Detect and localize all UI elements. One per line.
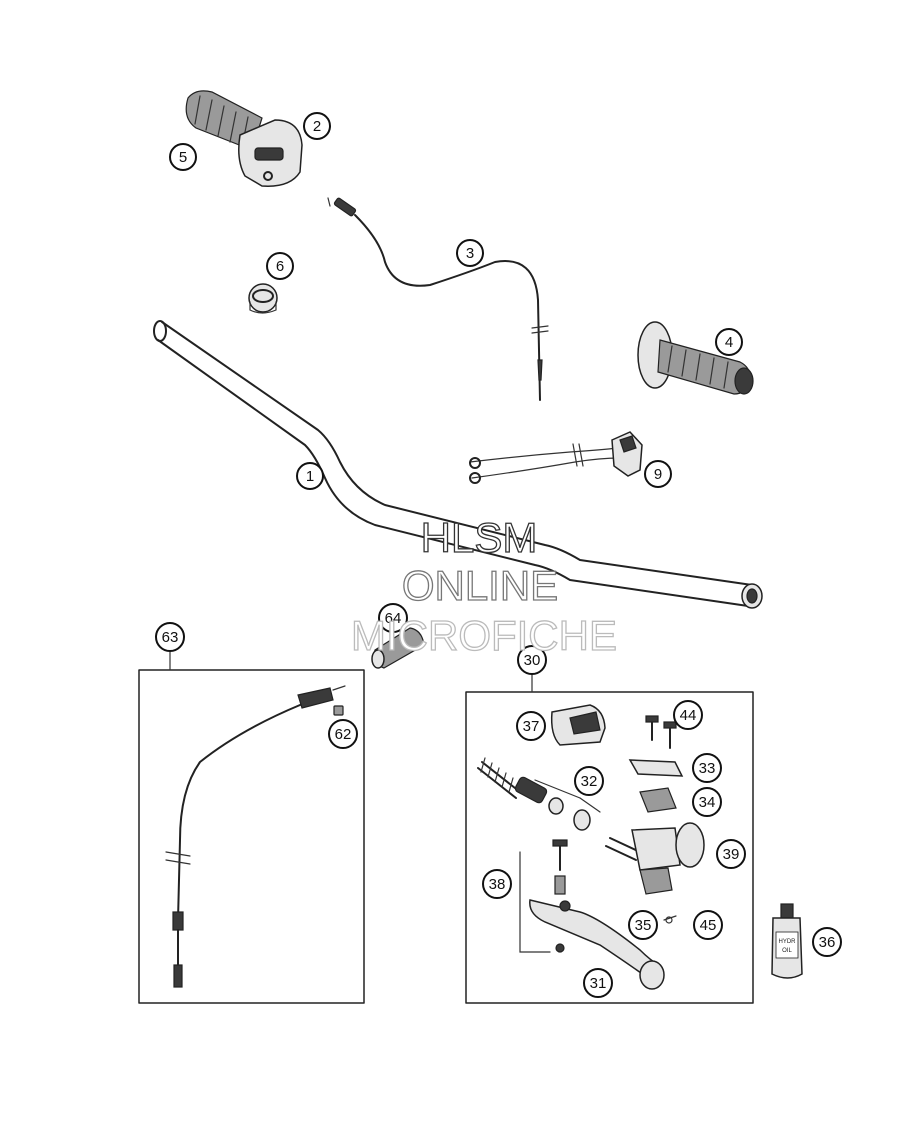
watermark-line1: HLSM (421, 514, 538, 561)
callout-3-label: 3 (466, 245, 474, 262)
hydraulic-oil-bottle: HYDR OIL (771, 903, 803, 979)
callout-62-label: 62 (335, 726, 352, 743)
callout-30-label: 30 (524, 652, 541, 669)
callout-31-label: 31 (590, 975, 607, 992)
throttle-grip-assembly (185, 90, 303, 187)
callout-4-label: 4 (725, 334, 733, 351)
callout-38: 38 (482, 869, 512, 899)
bottle-label-line2: OIL (782, 948, 792, 954)
callout-45: 45 (693, 910, 723, 940)
watermark: HLSM ONLINE MICROFICHE (350, 513, 617, 659)
callout-63: 63 (155, 622, 185, 652)
callout-1: 1 (296, 462, 324, 490)
callout-2-label: 2 (313, 118, 321, 135)
callout-5: 5 (169, 143, 197, 171)
callout-33-label: 33 (699, 760, 716, 777)
callout-45-label: 45 (700, 917, 717, 934)
callout-32-label: 32 (581, 773, 598, 790)
callout-1-label: 1 (306, 468, 314, 485)
spacer-ring (248, 283, 278, 314)
callout-37-label: 37 (523, 718, 540, 735)
callout-44: 44 (673, 700, 703, 730)
callout-6: 6 (266, 252, 294, 280)
callout-34: 34 (692, 787, 722, 817)
callout-6-label: 6 (276, 258, 284, 275)
callout-30: 30 (517, 645, 547, 675)
callout-2: 2 (303, 112, 331, 140)
clutch-master-box (465, 673, 754, 1004)
callout-62: 62 (328, 719, 358, 749)
left-grip (637, 321, 754, 395)
callout-4: 4 (715, 328, 743, 356)
callout-63-label: 63 (162, 629, 179, 646)
callout-35: 35 (628, 910, 658, 940)
handlebar (153, 320, 763, 609)
callout-35-label: 35 (635, 917, 652, 934)
callout-39-label: 39 (723, 846, 740, 863)
throttle-cable (327, 197, 549, 401)
watermark-line2: ONLINE (402, 562, 558, 609)
callout-36-label: 36 (819, 934, 836, 951)
callout-32: 32 (574, 766, 604, 796)
callout-33: 33 (692, 753, 722, 783)
callout-37: 37 (516, 711, 546, 741)
callout-31: 31 (583, 968, 613, 998)
callout-3: 3 (456, 239, 484, 267)
kill-switch (469, 431, 643, 484)
end-cap (371, 627, 425, 669)
callout-5-label: 5 (179, 149, 187, 166)
callout-9: 9 (644, 460, 672, 488)
callout-44-label: 44 (680, 707, 697, 724)
callout-64-label: 64 (385, 610, 402, 627)
callout-34-label: 34 (699, 794, 716, 811)
callout-38-label: 38 (489, 876, 506, 893)
callout-36: 36 (812, 927, 842, 957)
callout-64: 64 (378, 603, 408, 633)
callout-9-label: 9 (654, 466, 662, 483)
cable-group-box (138, 651, 365, 1004)
watermark-line3: MICROFICHE (351, 612, 617, 659)
bottle-label-line1: HYDR (778, 939, 796, 945)
callout-39: 39 (716, 839, 746, 869)
